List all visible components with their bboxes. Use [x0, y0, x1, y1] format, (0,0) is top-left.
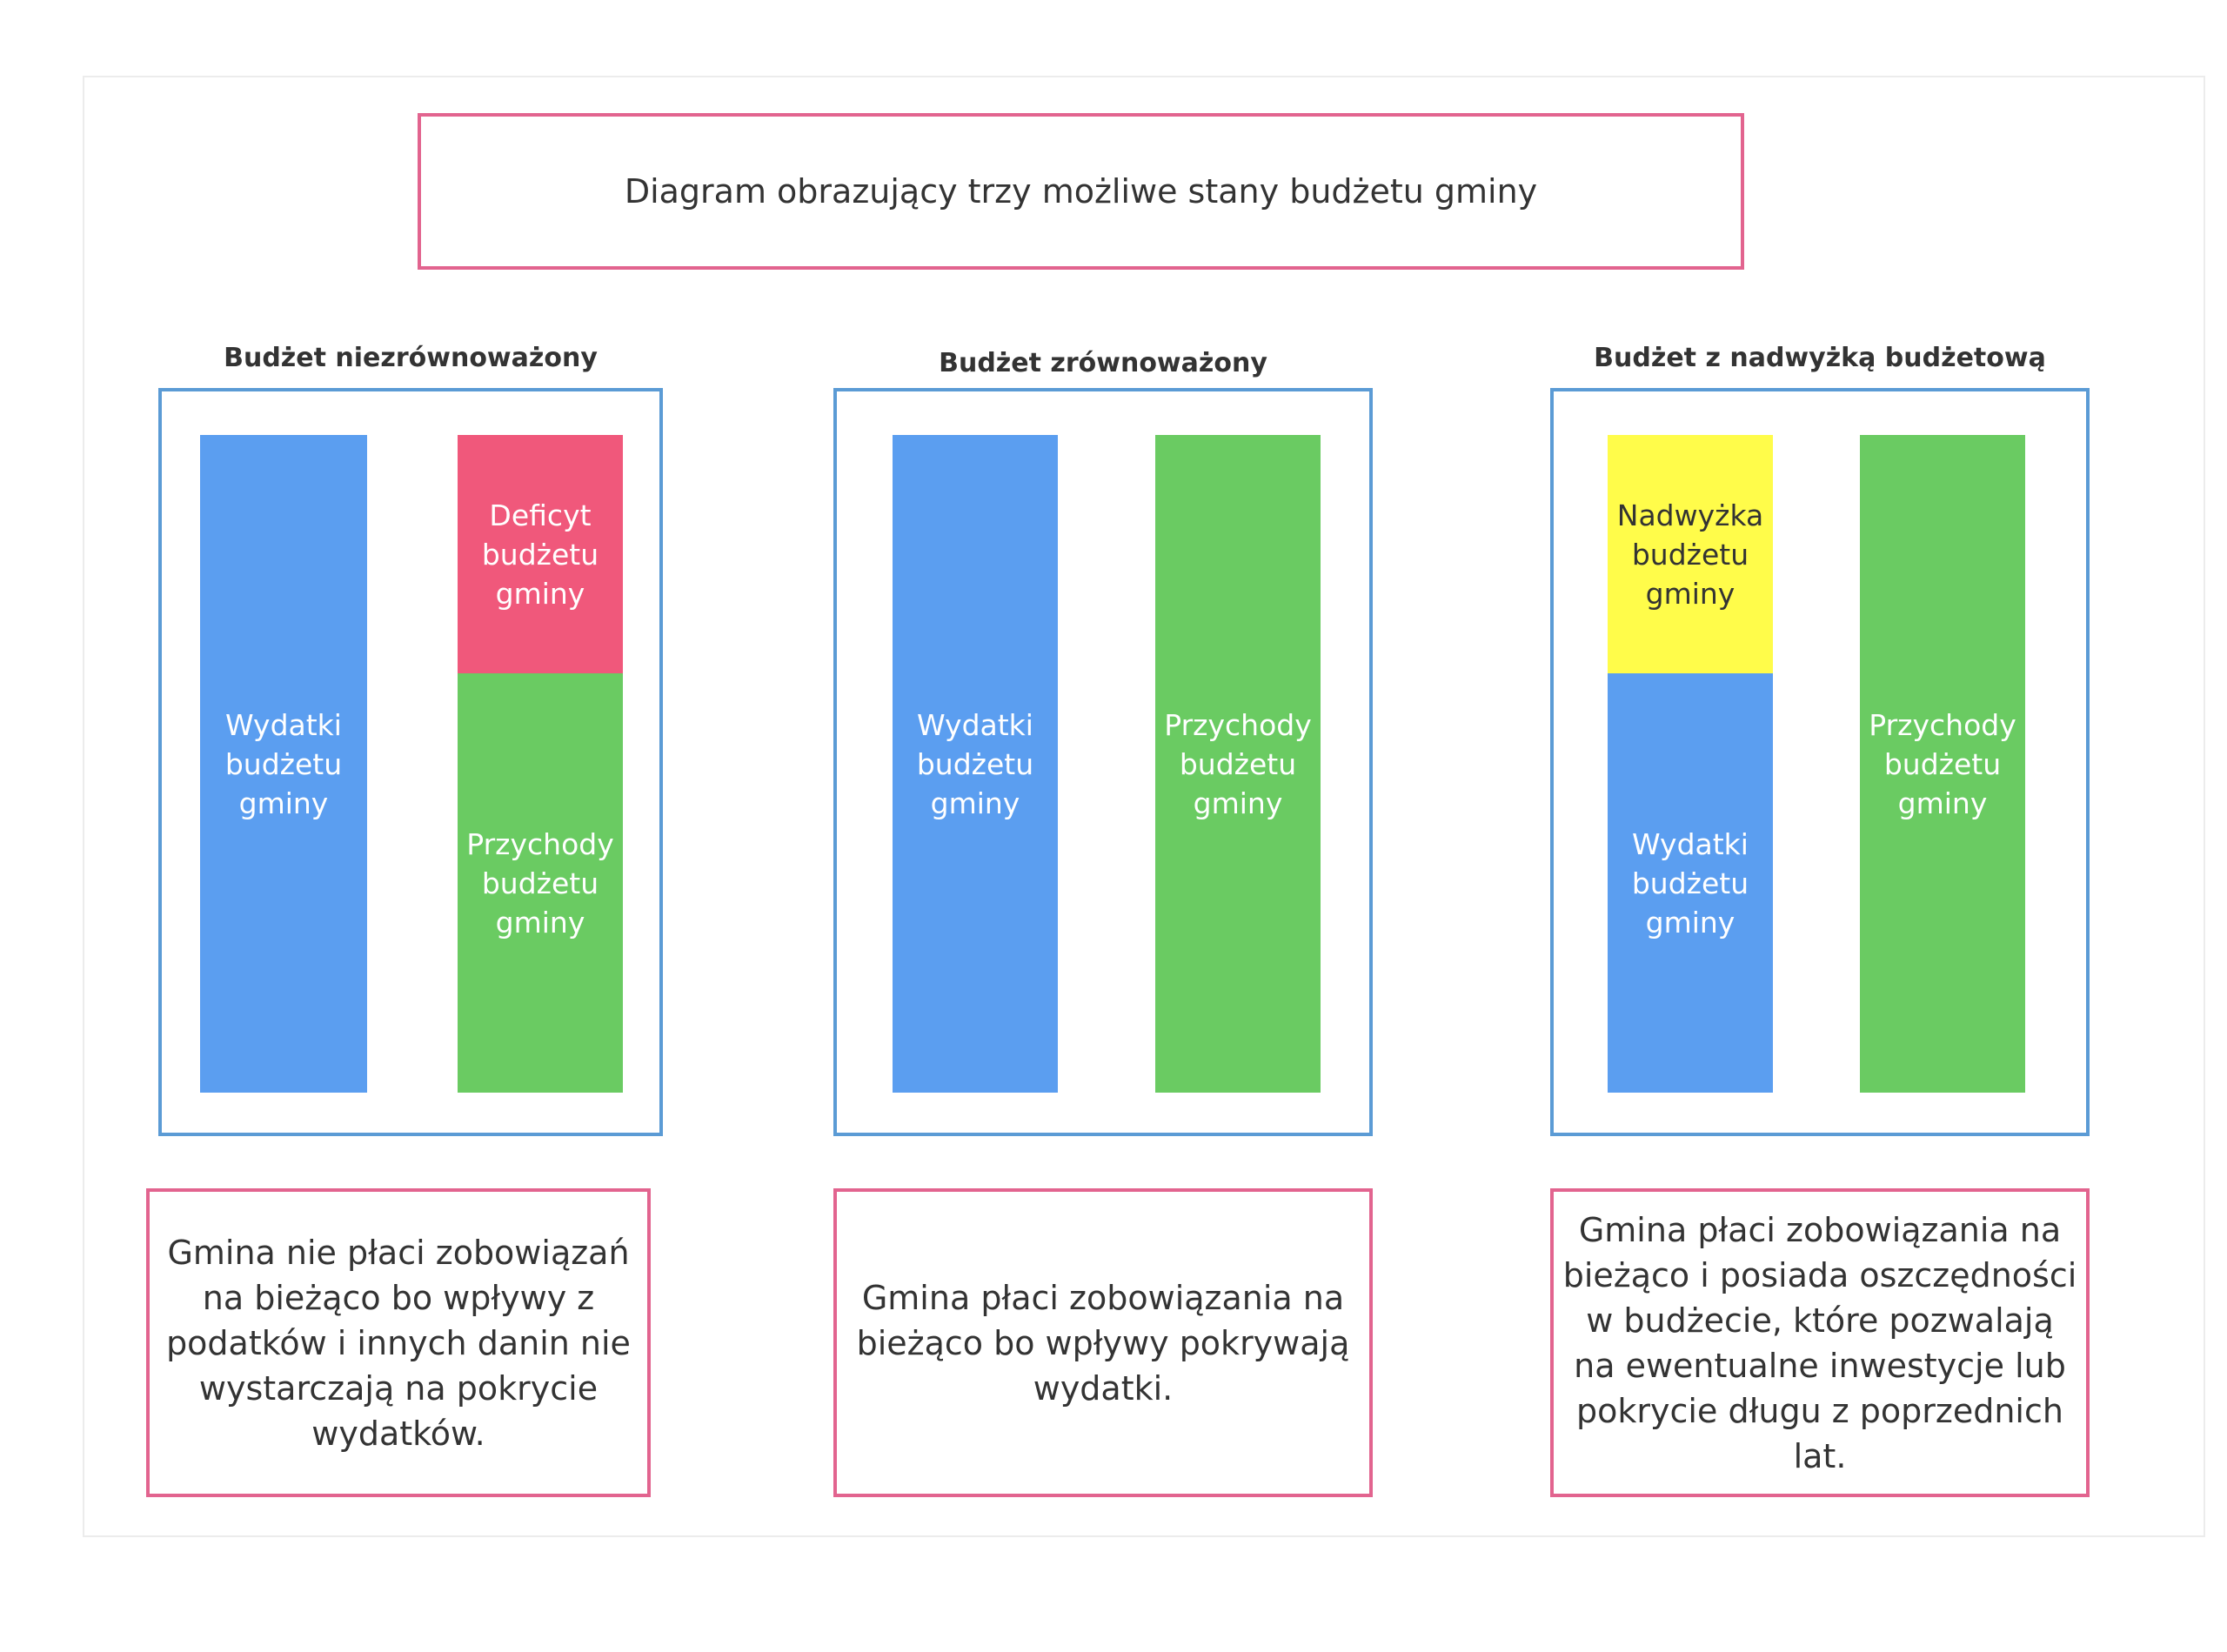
bar-revenue-label: Przychody budżetu gminy — [1869, 707, 2016, 820]
bar-revenue: Przychody budżetu gminy — [458, 673, 623, 1093]
bar-revenue: Przychody budżetu gminy — [1155, 435, 1321, 1093]
bar-deficit-label: Deficyt budżetu gminy — [481, 498, 599, 611]
panel-heading-unbalanced: Budżet niezrównoważony — [224, 343, 598, 373]
bar-expenses: Wydatki budżetu gminy — [200, 435, 367, 1093]
bar-expenses-label: Wydatki budżetu gminy — [916, 707, 1034, 820]
title-box: Diagram obrazujący trzy możliwe stany bu… — [418, 113, 1744, 270]
panel-surplus: Nadwyżka budżetu gminy Wydatki budżetu g… — [1550, 388, 2090, 1136]
bar-surplus: Nadwyżka budżetu gminy — [1608, 435, 1773, 673]
description-unbalanced-text: Gmina nie płaci zobowiązań na bieżąco bo… — [166, 1233, 631, 1453]
description-balanced: Gmina płaci zobowiązania na bieżąco bo w… — [833, 1188, 1373, 1497]
bar-revenue: Przychody budżetu gminy — [1860, 435, 2025, 1093]
panel-balanced: Wydatki budżetu gminy Przychody budżetu … — [833, 388, 1373, 1136]
panel-heading-balanced: Budżet zrównoważony — [939, 348, 1267, 378]
bar-surplus-label: Nadwyżka budżetu gminy — [1616, 498, 1764, 611]
bar-deficit: Deficyt budżetu gminy — [458, 435, 623, 673]
bar-expenses: Wydatki budżetu gminy — [893, 435, 1058, 1093]
description-unbalanced: Gmina nie płaci zobowiązań na bieżąco bo… — [146, 1188, 651, 1497]
description-surplus-text: Gmina płaci zobowiązania na bieżąco i po… — [1562, 1210, 2077, 1475]
bar-revenue-label: Przychody budżetu gminy — [1164, 707, 1312, 820]
bar-expenses-label: Wydatki budżetu gminy — [224, 707, 343, 820]
bar-expenses-label: Wydatki budżetu gminy — [1631, 826, 1749, 940]
diagram-title: Diagram obrazujący trzy możliwe stany bu… — [624, 172, 1538, 211]
panel-heading-surplus: Budżet z nadwyżką budżetową — [1594, 343, 2046, 373]
bar-revenue-label: Przychody budżetu gminy — [466, 826, 614, 940]
page-frame — [83, 76, 2205, 1537]
panel-unbalanced: Wydatki budżetu gminy Deficyt budżetu gm… — [158, 388, 663, 1136]
description-surplus: Gmina płaci zobowiązania na bieżąco i po… — [1550, 1188, 2090, 1497]
description-balanced-text: Gmina płaci zobowiązania na bieżąco bo w… — [856, 1278, 1350, 1408]
bar-expenses: Wydatki budżetu gminy — [1608, 673, 1773, 1093]
